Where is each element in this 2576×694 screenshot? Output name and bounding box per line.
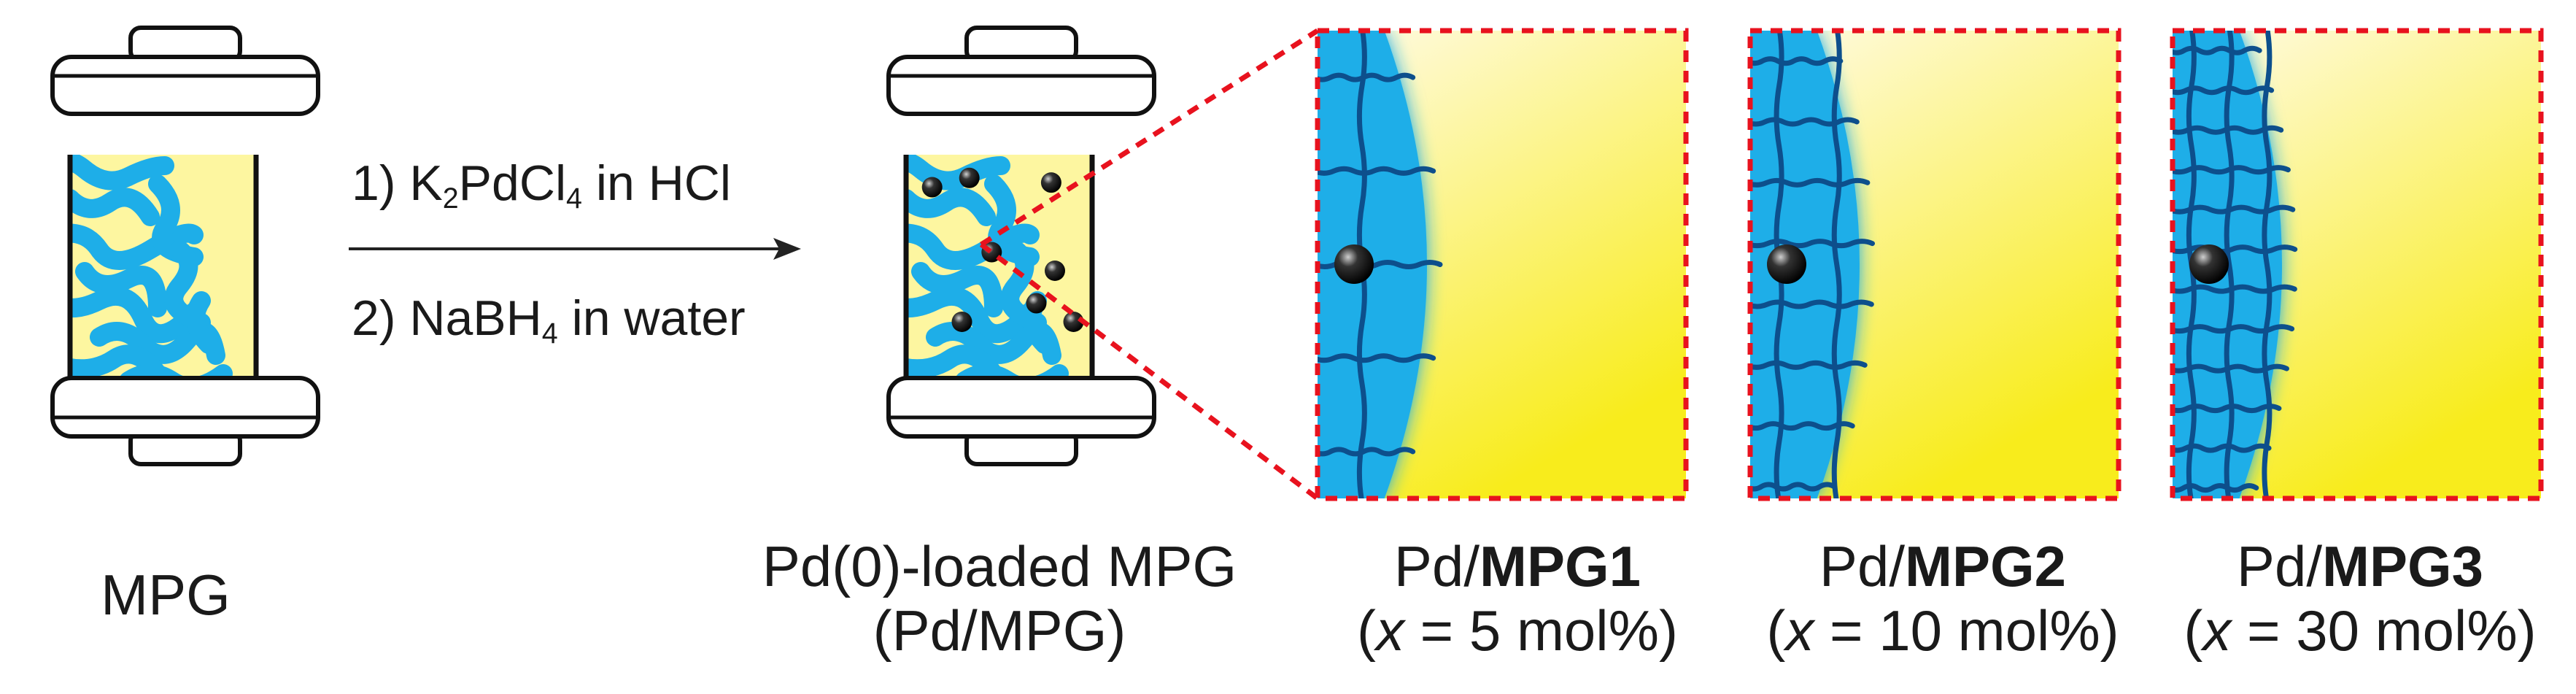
zoom-frame	[1315, 28, 1689, 501]
zoom-frame	[2170, 28, 2544, 501]
panel-2-caption: Pd/MPG2 (x = 10 mol%)	[1746, 534, 2140, 663]
panel-1-condition: (x = 5 mol%)	[1357, 598, 1678, 663]
bottom-cap	[50, 376, 320, 466]
panel-3-title: Pd/MPG3	[2236, 534, 2484, 598]
pd-mpg-label: Pd(0)-loaded MPG (Pd/MPG)	[722, 534, 1277, 663]
pd-particle-icon	[951, 311, 972, 332]
reaction-step-1: 1) K2PdCl4 in HCl	[352, 155, 732, 215]
pd-particle-icon	[1063, 311, 1084, 332]
zoom-frame	[1747, 28, 2121, 501]
pd-particle-icon	[959, 167, 980, 188]
pd-mpg-label-line2: (Pd/MPG)	[873, 598, 1126, 663]
reaction-arrow-icon	[349, 238, 801, 260]
panel-2-condition: (x = 10 mol%)	[1766, 598, 2119, 663]
panel-1-title: Pd/MPG1	[1393, 534, 1641, 598]
top-cap	[886, 26, 1156, 116]
pd-particle-icon	[921, 177, 943, 198]
bottom-cap	[886, 376, 1156, 466]
pd-particle-icon	[1334, 244, 1374, 284]
zoom-panels	[1315, 28, 2544, 501]
zoom-panel-1	[1315, 28, 1689, 501]
pd-particle-icon	[2189, 244, 2229, 284]
pd-mpg-column-icon	[886, 26, 1156, 466]
mpg-label: MPG	[101, 563, 231, 627]
reaction-step-2: 2) NaBH4 in water	[352, 290, 746, 350]
zoom-lines	[979, 28, 1320, 501]
pd-particle-icon	[1026, 293, 1047, 314]
zoom-panel-2	[1747, 28, 2121, 501]
pd-particle-icon	[1040, 172, 1061, 193]
panel-3-caption: Pd/MPG3 (x = 30 mol%)	[2156, 534, 2564, 663]
panel-3-condition: (x = 30 mol%)	[2184, 598, 2537, 663]
pd-particle-icon	[1767, 244, 1806, 284]
pd-mpg-label-line1: Pd(0)-loaded MPG	[762, 534, 1237, 598]
panel-2-title: Pd/MPG2	[1819, 534, 2067, 598]
zoom-panel-3	[2170, 28, 2544, 501]
mpg-column-icon	[50, 26, 320, 466]
top-cap	[50, 26, 320, 116]
panel-1-caption: Pd/MPG1 (x = 5 mol%)	[1328, 534, 1707, 663]
monolith-pores	[906, 155, 1084, 387]
pd-particle-icon	[1045, 261, 1065, 281]
